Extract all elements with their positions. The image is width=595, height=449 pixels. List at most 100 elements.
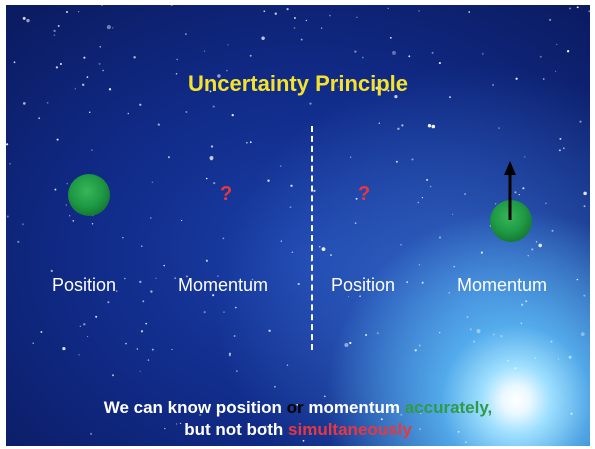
star: [344, 343, 348, 347]
star: [287, 364, 288, 365]
star: [174, 277, 176, 279]
star: [235, 307, 237, 309]
star: [467, 316, 469, 318]
star: [22, 223, 24, 225]
star: [250, 55, 252, 57]
star: [298, 283, 300, 285]
star: [66, 204, 67, 205]
star: [95, 316, 97, 318]
star: [426, 179, 428, 181]
star: [236, 370, 238, 372]
star: [290, 185, 292, 187]
star: [406, 281, 408, 283]
star: [92, 223, 93, 224]
star: [47, 102, 49, 104]
star: [563, 147, 565, 149]
star: [309, 102, 311, 104]
star: [418, 202, 420, 204]
star: [176, 59, 177, 60]
caption-line-1: We can know position or momentum accurat…: [6, 397, 590, 419]
star: [122, 237, 123, 238]
star: [275, 13, 277, 15]
star: [112, 374, 114, 376]
star: [185, 111, 187, 113]
star: [569, 7, 571, 9]
star: [379, 123, 380, 124]
star: [470, 328, 472, 330]
star: [171, 349, 172, 350]
star: [142, 300, 144, 302]
star: [66, 183, 68, 185]
star: [534, 357, 536, 359]
star: [38, 117, 40, 119]
star: [87, 336, 88, 337]
star: [204, 50, 205, 51]
label-momentum-right: Momentum: [457, 275, 547, 296]
star: [163, 265, 164, 266]
star: [261, 37, 264, 40]
star: [7, 216, 9, 218]
star: [329, 15, 331, 17]
star: [263, 10, 265, 12]
star: [522, 187, 524, 189]
star: [411, 158, 413, 160]
star: [464, 193, 466, 195]
star: [521, 304, 523, 306]
star: [330, 254, 332, 256]
star: [83, 57, 85, 59]
star: [116, 290, 117, 291]
star: [210, 156, 214, 160]
star: [107, 25, 111, 29]
star: [453, 266, 455, 268]
star: [66, 11, 68, 13]
star: [213, 182, 215, 184]
star: [365, 334, 367, 336]
star: [549, 19, 551, 21]
caption-text-c: but not both: [184, 420, 288, 439]
star: [23, 17, 26, 20]
star: [181, 220, 182, 221]
star: [101, 5, 102, 6]
star: [26, 19, 29, 22]
star: [545, 203, 547, 205]
star: [206, 178, 208, 180]
star: [57, 139, 59, 141]
star: [267, 180, 269, 182]
star: [500, 335, 502, 337]
star: [408, 55, 410, 57]
slide-title: Uncertainty Principle: [6, 71, 590, 97]
star: [473, 341, 475, 343]
star: [348, 296, 349, 297]
star: [60, 63, 62, 65]
caption-text-a: We can know position: [104, 398, 287, 417]
star: [139, 104, 141, 106]
star: [355, 222, 357, 224]
star: [301, 39, 303, 41]
star: [91, 149, 93, 151]
star: [137, 348, 138, 349]
star: [356, 17, 357, 18]
star: [387, 8, 388, 9]
star: [204, 311, 206, 313]
star: [418, 10, 419, 11]
star: [152, 182, 154, 184]
star: [83, 323, 85, 325]
star: [430, 186, 432, 188]
star: [232, 114, 234, 116]
star: [498, 127, 500, 129]
star: [321, 28, 322, 29]
star: [280, 165, 281, 166]
star: [396, 161, 398, 163]
label-position-right: Position: [331, 275, 395, 296]
caption: We can know position or momentum accurat…: [6, 397, 590, 441]
star: [78, 354, 80, 356]
star: [319, 246, 321, 248]
star: [112, 27, 113, 28]
star: [58, 25, 60, 27]
caption-simultaneously: simultaneously: [288, 420, 412, 439]
star: [536, 241, 538, 243]
star: [23, 102, 26, 105]
star: [531, 248, 533, 250]
star: [89, 111, 91, 113]
star: [349, 342, 351, 344]
